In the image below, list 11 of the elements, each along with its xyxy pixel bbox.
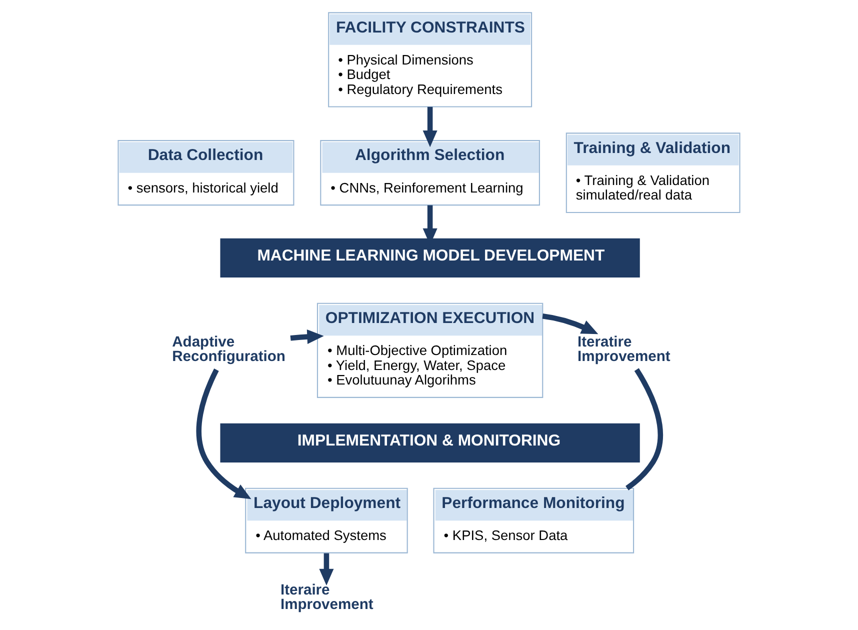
arrow [319,553,334,586]
arrow [542,313,598,334]
node-box: MACHINE LEARNING MODEL DEVELOPMENT [220,238,640,278]
node-box: IMPLEMENTATION & MONITORING [220,423,640,462]
node-text: Iteraire Improvement [280,582,374,614]
arrow [290,329,324,344]
connector [626,368,663,490]
arrow [196,368,252,500]
node-text: Adaptive Reconfiguration [172,334,286,366]
node-text: Iteratire Improvement [578,334,670,366]
arrow [422,106,438,148]
